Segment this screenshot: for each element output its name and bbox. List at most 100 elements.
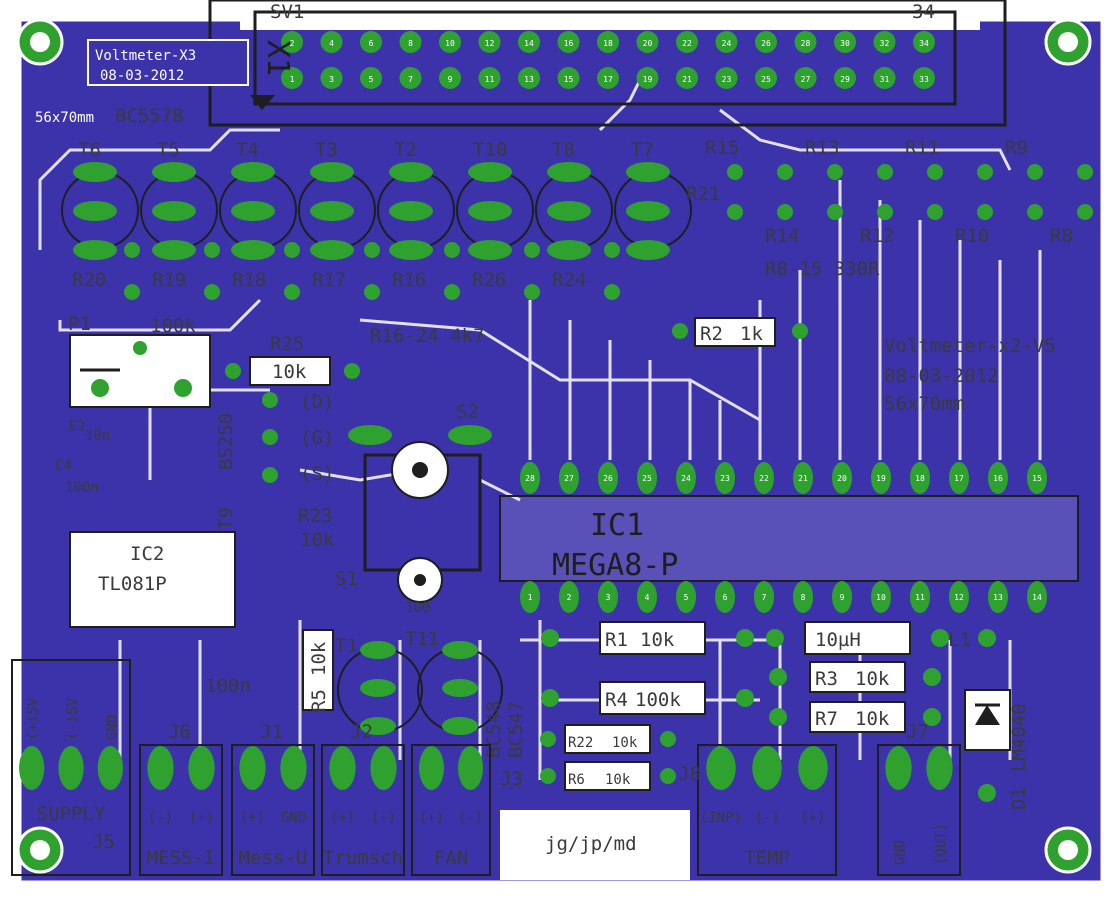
ic1-pin-number: 12 [954, 593, 964, 602]
connector-ref: J5 [92, 831, 115, 853]
header-pin-number: 11 [485, 75, 495, 84]
resistor-ref: R11 [905, 137, 939, 159]
resistor-pad [204, 284, 220, 300]
r23-value: 10k [300, 529, 335, 551]
header-pin-number: 17 [603, 75, 613, 84]
r4-body [599, 681, 706, 715]
resistor-ref: R19 [152, 269, 186, 291]
r5-ref: R5 [308, 689, 330, 712]
resistor-ref: R24 [552, 269, 586, 291]
ic1-pin-number: 6 [723, 593, 728, 602]
resistor-pad [364, 284, 380, 300]
ic1-pin-number: 3 [606, 593, 611, 602]
header-pin-number: 22 [682, 39, 692, 48]
header-pin-number: 26 [761, 39, 771, 48]
ic1-pin-number: 1 [528, 593, 533, 602]
l1-value: 10µH [815, 629, 861, 651]
header-pin [834, 31, 856, 53]
ic1-pin-number: 5 [684, 593, 689, 602]
p1-ref: P1 [68, 313, 91, 335]
header-pin-number: 6 [369, 39, 374, 48]
resistor-pad [604, 242, 620, 258]
resistor-ref: R26 [472, 269, 506, 291]
ic1-pin-number: 19 [876, 474, 886, 483]
ic1-pin-number: 20 [837, 474, 847, 483]
ic1-pin [910, 581, 930, 613]
ic1-pin-number: 7 [762, 593, 767, 602]
resistor-pad [977, 204, 993, 220]
connector-pin-label: GND [104, 715, 120, 740]
header-pin-number: 30 [840, 39, 850, 48]
resistor-ref: R20 [72, 269, 106, 291]
header-connector-ref: X1 [260, 40, 295, 76]
transistor-pad [468, 162, 512, 182]
r4-ref: R4 [605, 689, 628, 711]
header-pin [399, 67, 422, 89]
resistor-ref: R9 [1005, 137, 1028, 159]
transistor-pad [152, 201, 196, 221]
connector-name: Mess-U [239, 847, 308, 869]
bc547-label: BC547 [505, 701, 527, 758]
header-pin-number: 7 [408, 75, 413, 84]
ic1-pin [949, 581, 969, 613]
d1-ref: D1 [1008, 787, 1030, 810]
r1-ref: R1 [605, 629, 628, 651]
r2-body [694, 317, 776, 347]
connector-pin-label: (+) [240, 810, 265, 826]
header-pin [636, 67, 659, 89]
ic1-pin [910, 462, 930, 494]
header-pin-number: 3 [329, 75, 334, 84]
note-r16-24: R16-24 4k7 [370, 325, 484, 347]
resistor-ref: R8 [1050, 225, 1073, 247]
version-label-part: BC557B [115, 105, 184, 127]
connector-pin [97, 746, 123, 790]
connector-pin [58, 746, 84, 790]
header-pin [399, 31, 422, 53]
header-pin-number: 24 [722, 39, 732, 48]
ic1-pin [871, 581, 891, 613]
resistor-pad [444, 284, 460, 300]
connector-pin [147, 746, 174, 790]
header-pin-number: 20 [643, 39, 653, 48]
s2-label: S2 [456, 401, 479, 423]
ic1-pin [1027, 462, 1047, 494]
pin-s-label: (S) [300, 463, 334, 485]
connector-pin-label: GND [893, 840, 909, 865]
header-pin-number: 27 [801, 75, 811, 84]
resistor-pad [727, 204, 743, 220]
ic1-pin-number: 27 [564, 474, 574, 483]
header-pin-number: 5 [369, 75, 374, 84]
header-pin [597, 67, 619, 89]
r4-value: 100k [635, 689, 681, 711]
c3-value: 10n [85, 428, 110, 444]
pin-g-label: (G) [300, 427, 334, 449]
header-pin-number: 12 [485, 39, 495, 48]
l1-ref: L1 [948, 629, 971, 651]
r21-label: R21 [686, 183, 720, 205]
ic1-pin [949, 462, 969, 494]
ic1-outline [499, 495, 1079, 582]
connector-pin [19, 746, 45, 790]
header-name: SV1 [270, 1, 304, 23]
mounting-holes [16, 18, 1092, 874]
resistor-ref: R17 [312, 269, 346, 291]
header-pin-number: 14 [524, 39, 534, 48]
ic1-pin-number: 4 [645, 593, 650, 602]
header-pin-number: 13 [524, 75, 534, 84]
connector-pin-label: (-) [754, 810, 779, 826]
ic1-pin [793, 462, 813, 494]
ic1-pin [988, 462, 1008, 494]
header-pin [320, 31, 343, 53]
bc548-label: BC548 [483, 701, 505, 758]
ic1-pin-number: 22 [759, 474, 769, 483]
ic1-pin-number: 8 [801, 593, 806, 602]
lm4040-label: LM4040 [1008, 703, 1030, 772]
ic1-pin [715, 462, 735, 494]
connector-pin-label: (+) [419, 810, 444, 826]
resistor-pad [877, 204, 893, 220]
ic1-pin [559, 462, 579, 494]
